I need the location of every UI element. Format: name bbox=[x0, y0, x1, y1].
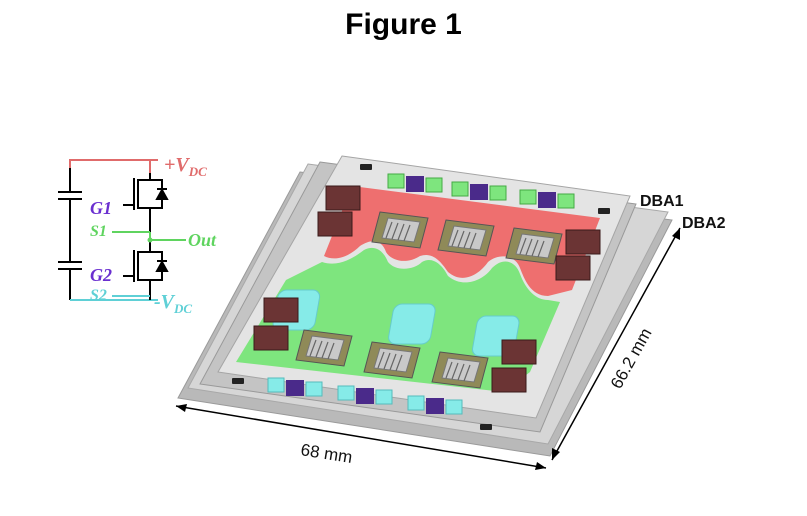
pos-rail-wire bbox=[69, 159, 151, 173]
mosfet-2-icon bbox=[123, 240, 169, 300]
top-terminal-pads bbox=[387, 173, 575, 209]
out-label: Out bbox=[188, 230, 217, 250]
depth-dimension-label: 66.2 mm bbox=[607, 325, 656, 392]
power-module: DBA1 DBA2 68 mm 66.2 mm bbox=[175, 155, 726, 470]
dba2-label: DBA2 bbox=[682, 215, 726, 232]
capacitors-right-top bbox=[555, 229, 601, 281]
die-bottom-1 bbox=[295, 329, 353, 367]
g1-label: G1 bbox=[90, 198, 112, 218]
die-bottom-3 bbox=[431, 351, 489, 389]
neg-pad-2 bbox=[388, 303, 436, 345]
figure-title: Figure 1 bbox=[345, 8, 462, 41]
g2-label: G2 bbox=[90, 265, 112, 285]
half-bridge-schematic: +VDC G1 S1 Out G2 S2 -VDC bbox=[58, 154, 217, 316]
mounting-slots bbox=[232, 164, 610, 430]
die-top-1 bbox=[371, 211, 429, 249]
s2-label: S2 bbox=[90, 287, 107, 304]
die-bottom-2 bbox=[363, 341, 421, 379]
width-dimension-label: 68 mm bbox=[299, 440, 353, 467]
mosfet-1-icon bbox=[123, 173, 169, 232]
width-dimension-arrow bbox=[175, 404, 547, 470]
die-top-3 bbox=[505, 227, 563, 265]
out-node bbox=[147, 237, 153, 243]
depth-dimension-arrow bbox=[551, 227, 681, 461]
capacitors-right-bottom bbox=[491, 339, 537, 393]
bottom-terminal-pads bbox=[267, 377, 463, 415]
capacitor-2 bbox=[58, 225, 82, 300]
dba1-label: DBA1 bbox=[640, 193, 684, 210]
capacitors-left-bottom bbox=[253, 297, 299, 351]
vdc-neg-label: -VDC bbox=[154, 291, 192, 316]
die-top-2 bbox=[437, 219, 495, 257]
vdc-pos-label: +VDC bbox=[164, 154, 207, 179]
capacitor-1 bbox=[58, 168, 82, 225]
s1-label: S1 bbox=[90, 223, 107, 240]
capacitors-left-top bbox=[317, 185, 361, 237]
